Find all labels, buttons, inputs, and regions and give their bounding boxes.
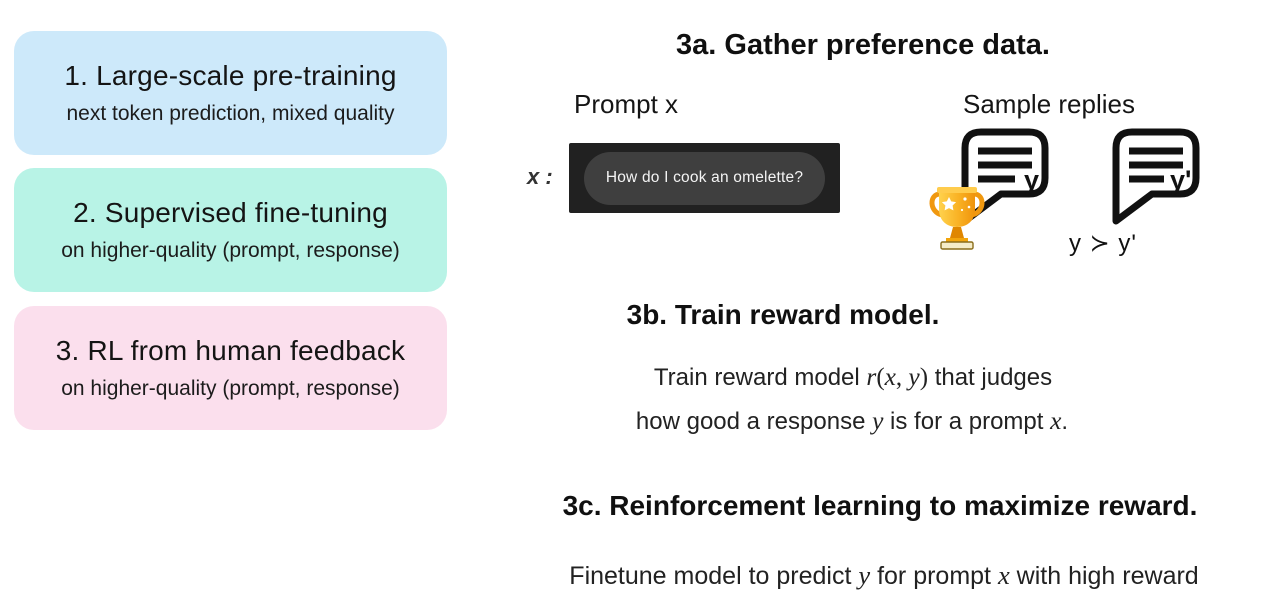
paren-close: ): [919, 364, 929, 391]
period: .: [1061, 408, 1069, 435]
math-x: x: [884, 362, 896, 391]
stage-title: 1. Large-scale pre-training: [64, 60, 397, 91]
math-y: y: [858, 560, 871, 590]
text-part: how good a response: [635, 408, 873, 435]
math-x: x: [997, 560, 1010, 590]
section-3c-body-line: Finetune model to predict y for prompt x…: [569, 560, 1198, 591]
stage-subtitle: next token prediction, mixed quality: [66, 102, 395, 125]
prompt-x-label: Prompt x: [574, 89, 679, 119]
sample-replies-label: Sample replies: [963, 89, 1135, 119]
reply-label-y-prime: y': [1170, 165, 1191, 195]
preference-expression: y ≻ y': [1068, 230, 1138, 257]
chat-message-text: How do I cook an omelette?: [605, 169, 804, 186]
stage-card-supervised-finetuning: 2. Supervised fine-tuning on higher-qual…: [14, 168, 447, 292]
text-part: is for a prompt: [883, 408, 1051, 435]
stage-title: 3. RL from human feedback: [55, 335, 406, 366]
stage-title: 2. Supervised fine-tuning: [73, 197, 388, 228]
paren-open: (: [876, 364, 885, 391]
reply-label-y: y: [1024, 165, 1039, 195]
text-part: Finetune model to predict: [569, 562, 859, 590]
stage-subtitle: on higher-quality (prompt, response): [61, 239, 400, 262]
section-3b-heading: 3b. Train reward model.: [626, 299, 940, 330]
text-part: for prompt: [870, 562, 998, 590]
trophy-icon: [929, 187, 985, 250]
stage-card-rl-human-feedback: 3. RL from human feedback on higher-qual…: [14, 306, 447, 430]
stage-subtitle: on higher-quality (prompt, response): [61, 377, 400, 400]
comma: ,: [895, 364, 909, 391]
text-part: that judges: [928, 364, 1053, 391]
speech-bubble-y-icon: y: [961, 128, 1049, 225]
x-colon-label: x :: [527, 164, 553, 189]
section-3b-body-line1: Train reward model r(x, y) that judges: [654, 362, 1052, 392]
math-r: r: [866, 362, 877, 391]
section-3c-heading: 3c. Reinforcement learning to maximize r…: [562, 490, 1198, 521]
speech-bubble-y-prime-icon: y': [1112, 128, 1200, 225]
section-3a-heading: 3a. Gather preference data.: [676, 29, 1050, 61]
math-y: y: [908, 362, 920, 391]
chat-message-bubble: How do I cook an omelette?: [583, 151, 826, 205]
text-part: with high reward: [1009, 562, 1199, 590]
stage-card-pretraining: 1. Large-scale pre-training next token p…: [14, 31, 447, 155]
text-part: Train reward model: [653, 364, 867, 391]
chat-screenshot: How do I cook an omelette?: [569, 143, 840, 213]
section-3b-body-line2: how good a response y is for a prompt x.: [636, 406, 1068, 436]
math-x: x: [1050, 406, 1062, 435]
math-y: y: [872, 406, 884, 435]
